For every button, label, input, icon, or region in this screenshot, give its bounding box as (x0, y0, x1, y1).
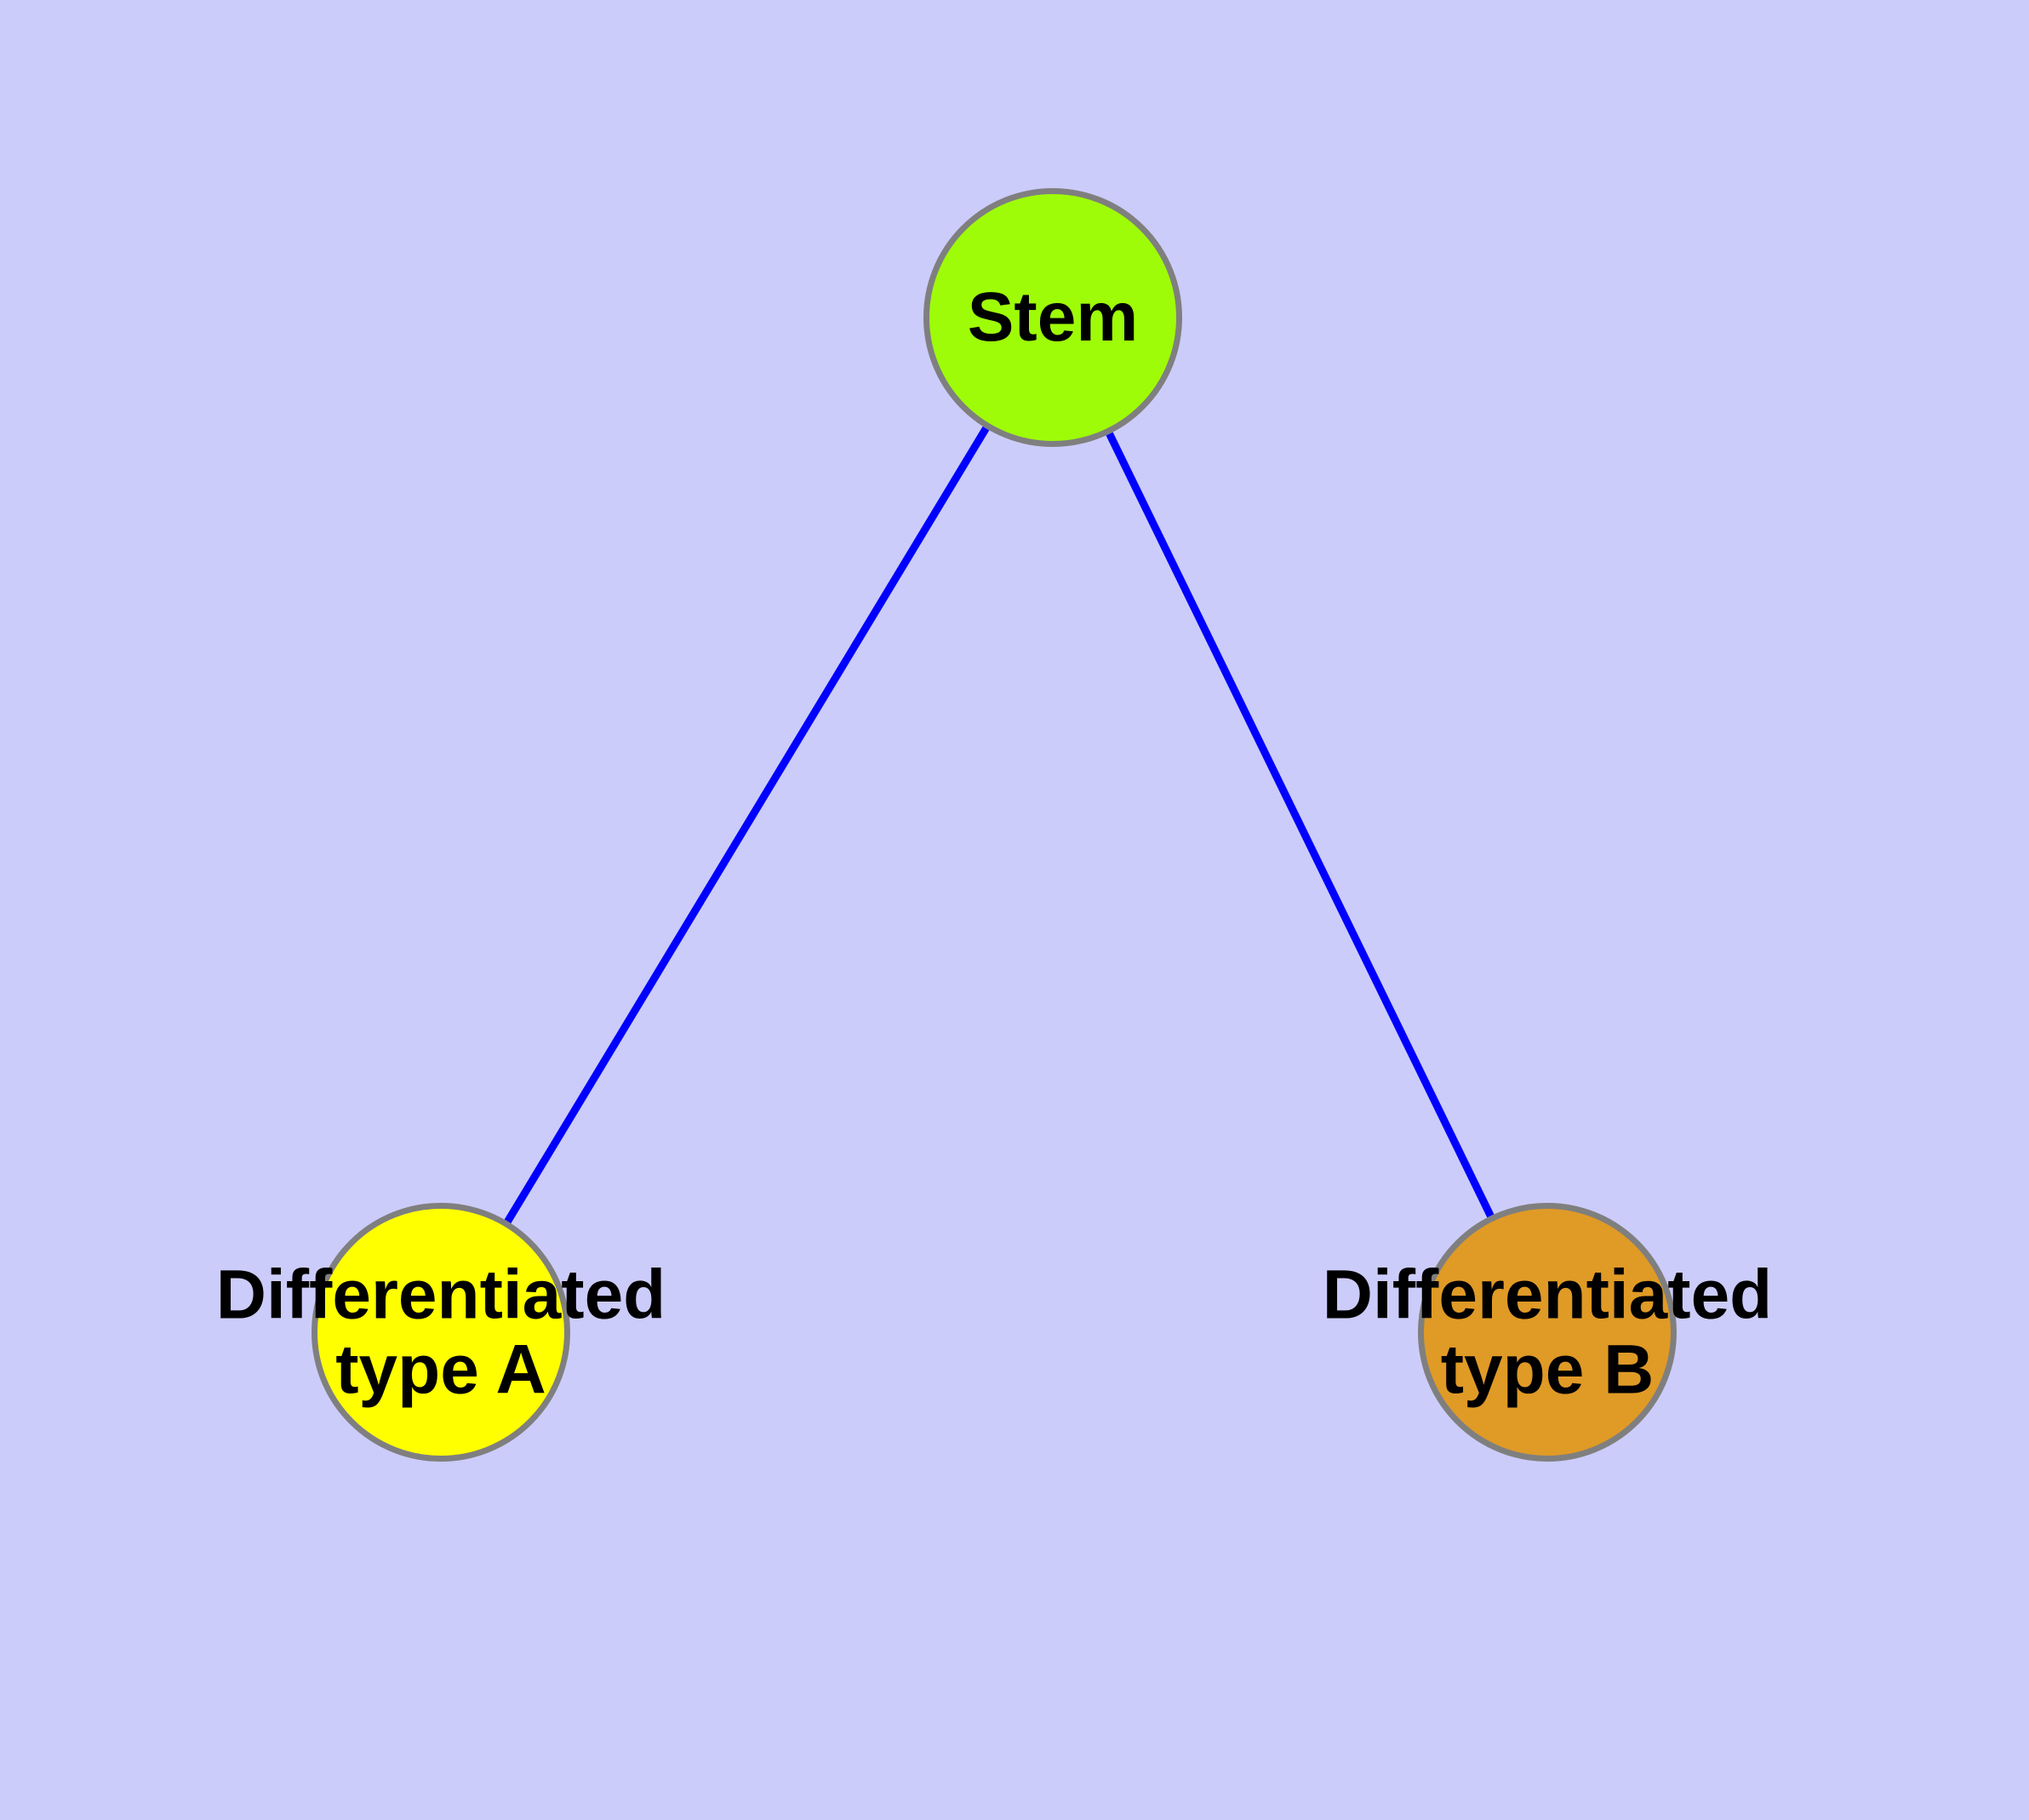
edge-stem-to-differentiated-type-a (504, 426, 990, 1224)
node-layer (311, 188, 1677, 1462)
edge-stem-to-differentiated-type-b (1106, 432, 1495, 1218)
node-differentiated-type-b[interactable] (1418, 1203, 1677, 1462)
node-stem[interactable] (923, 188, 1182, 447)
node-differentiated-type-a[interactable] (311, 1203, 570, 1462)
edge-layer (504, 426, 1495, 1224)
